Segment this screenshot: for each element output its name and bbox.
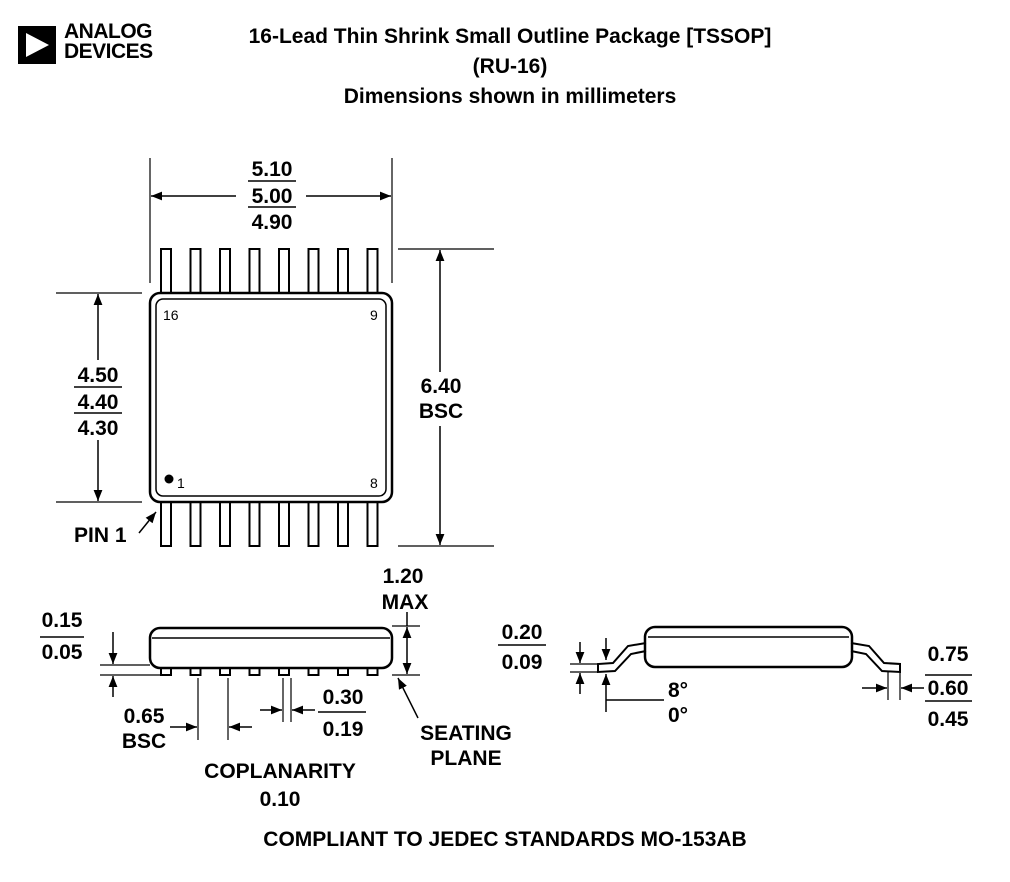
seating-plane-line2: PLANE	[430, 747, 501, 770]
top-view-labels: 5.10 5.00 4.90 4.50 4.40 4.30 6.40 BSC P…	[74, 158, 463, 547]
bottom-lead	[366, 499, 379, 547]
bottom-lead	[307, 499, 320, 547]
top-lead	[219, 248, 231, 296]
bottom-lead	[219, 499, 231, 547]
bottom-lead	[278, 499, 290, 547]
pin1-label: PIN 1	[74, 524, 127, 547]
title-line-3: Dimensions shown in millimeters	[343, 85, 677, 108]
top-leads	[160, 248, 379, 296]
lead-thickness-max: 0.20	[502, 621, 543, 644]
logo-wordmark: ANALOG DEVICES	[64, 20, 153, 63]
pin-9-label: 9	[370, 307, 378, 323]
lead-width-max: 0.30	[323, 686, 364, 709]
lead-thickness-min: 0.09	[502, 651, 543, 674]
height-value: 1.20	[383, 565, 424, 588]
standoff-min: 0.05	[42, 641, 83, 664]
logo-triangle-icon	[18, 26, 56, 64]
pin-number-labels: 16 9 1 8	[163, 307, 378, 491]
height-note: MAX	[382, 591, 429, 614]
right-gull-wing-lead	[850, 642, 901, 674]
bottom-lead	[160, 499, 172, 547]
coplanarity-value: 0.10	[260, 788, 301, 811]
title-line-2: (RU-16)	[472, 55, 548, 78]
length-nom: 5.00	[252, 185, 293, 208]
pin-16-label: 16	[163, 307, 179, 323]
side-view-labels: 1.20 MAX 0.15 0.05 0.65 BSC 0.30 0.19 SE…	[42, 565, 512, 811]
analog-devices-logo: ANALOG DEVICES	[18, 20, 168, 66]
bottom-lead	[337, 499, 349, 547]
length-max: 5.10	[252, 158, 293, 181]
seating-plane-line1: SEATING	[420, 722, 512, 745]
package-body-inner	[155, 298, 387, 497]
standoff-max: 0.15	[42, 609, 83, 632]
pitch-value: 0.65	[124, 705, 165, 728]
side-body-outline	[148, 626, 394, 670]
package-body-outline	[148, 291, 394, 504]
lead-span-value: 6.40	[421, 375, 462, 398]
top-lead	[366, 248, 379, 296]
coplanarity-label: COPLANARITY	[204, 760, 356, 783]
body-width-nom: 4.40	[78, 391, 119, 414]
drawing-title: 16-Lead Thin Shrink Small Outline Packag…	[160, 22, 860, 112]
top-lead	[248, 248, 261, 296]
bottom-lead	[248, 499, 261, 547]
pin1-leader-arrow	[138, 511, 157, 534]
angle-max: 8°	[668, 679, 688, 702]
length-min: 4.90	[252, 211, 293, 234]
top-lead	[337, 248, 349, 296]
title-line-1: 16-Lead Thin Shrink Small Outline Packag…	[248, 25, 772, 48]
bottom-leads	[160, 499, 379, 547]
jedec-compliance-note: COMPLIANT TO JEDEC STANDARDS MO-153AB	[263, 828, 747, 851]
side-view	[40, 612, 420, 740]
body-width-max: 4.50	[78, 364, 119, 387]
top-lead	[278, 248, 290, 296]
top-lead	[307, 248, 320, 296]
top-view	[56, 158, 494, 547]
lead-span-note: BSC	[419, 400, 463, 423]
bottom-lead	[189, 499, 202, 547]
end-view-labels: 0.20 0.09 8° 0° 0.75 0.60 0.45	[502, 621, 969, 731]
angle-min: 0°	[668, 704, 688, 727]
top-lead	[189, 248, 202, 296]
left-gull-wing-lead	[597, 642, 647, 674]
lead-width-min: 0.19	[323, 718, 364, 741]
pin-8-label: 8	[370, 475, 378, 491]
body-width-min: 4.30	[78, 417, 119, 440]
end-body-outline	[643, 625, 854, 669]
foot-length-nom: 0.60	[928, 677, 969, 700]
pin-1-label: 1	[177, 475, 185, 491]
seating-plane-leader-arrow	[397, 677, 419, 719]
top-lead	[160, 248, 172, 296]
foot-length-max: 0.75	[928, 643, 969, 666]
pitch-note: BSC	[122, 730, 166, 753]
pin1-dot	[164, 474, 174, 484]
foot-length-min: 0.45	[928, 708, 969, 731]
end-view	[498, 625, 972, 712]
